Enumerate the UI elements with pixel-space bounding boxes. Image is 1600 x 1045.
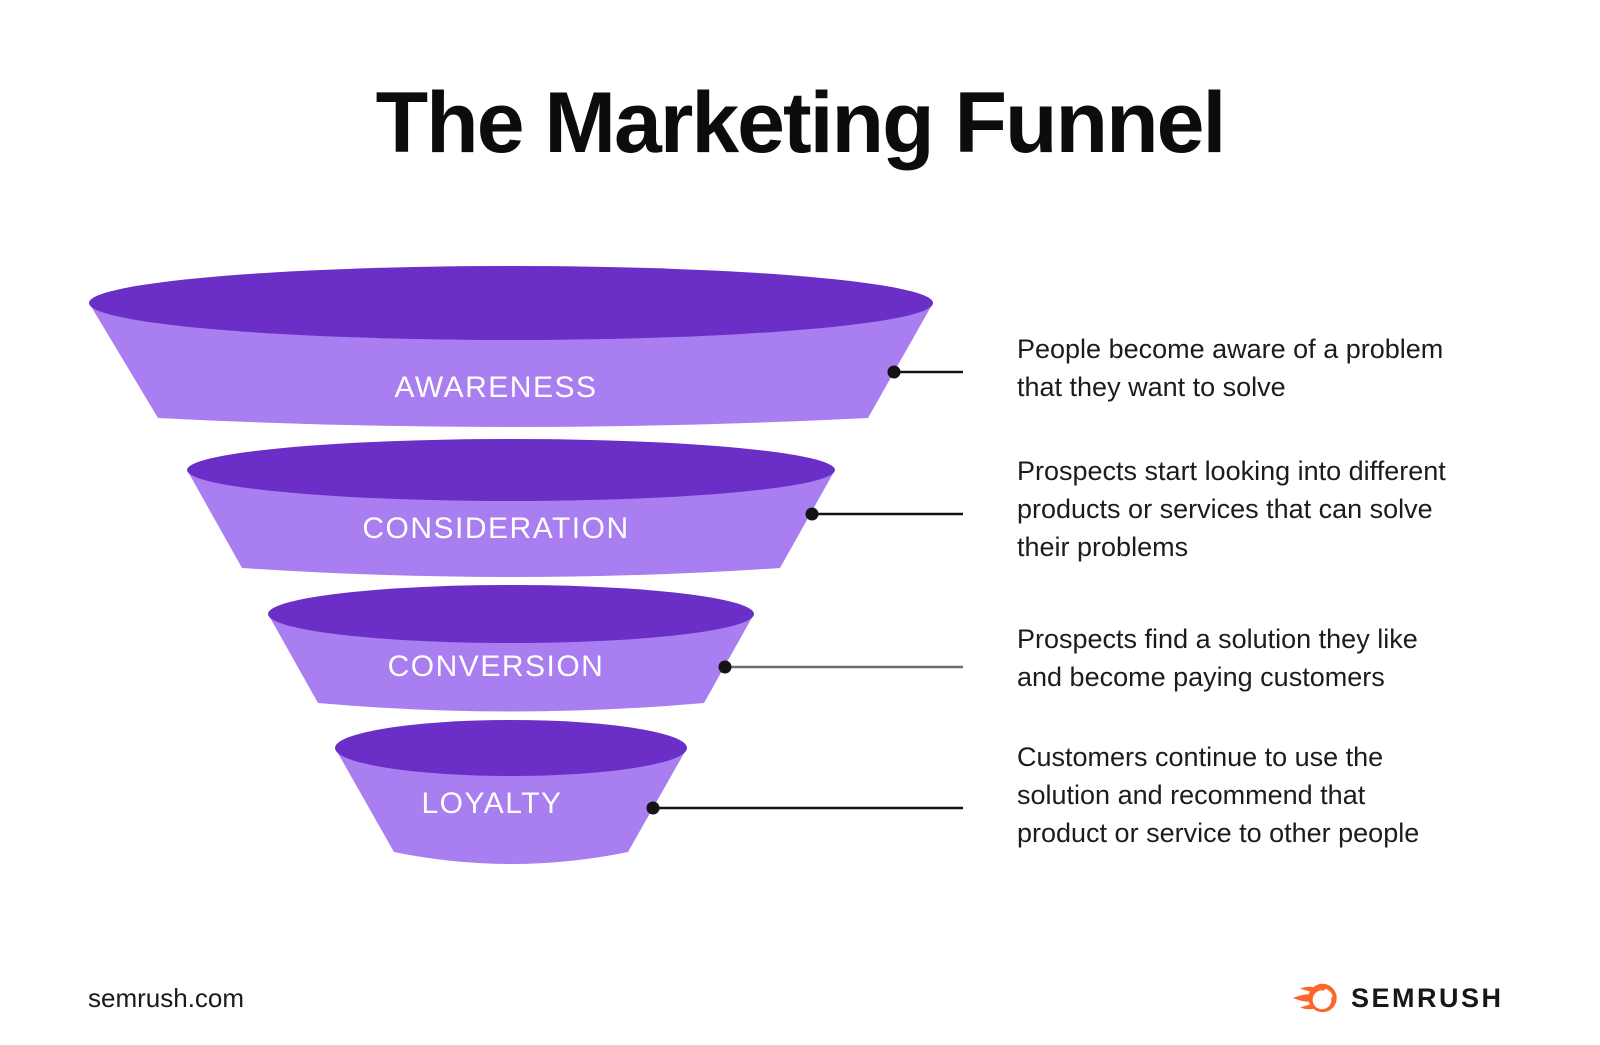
funnel-stage-loyalty: LOYALTY <box>335 720 687 864</box>
semrush-flame-icon <box>1290 983 1338 1014</box>
funnel-stage-top-ellipse <box>268 585 754 643</box>
funnel-stage-awareness: AWARENESS <box>89 266 933 427</box>
connector-dot <box>646 801 660 815</box>
stage-description-conversion: Prospects find a solution they like and … <box>1017 624 1418 692</box>
page-title: The Marketing Funnel <box>375 75 1227 171</box>
connector-dot <box>718 660 732 674</box>
funnel-stage-top-ellipse <box>187 439 835 501</box>
site-url: semrush.com <box>88 983 245 1013</box>
funnel-stage-conversion: CONVERSION <box>268 585 754 712</box>
connector-dot <box>887 365 901 379</box>
funnel-connector-loyalty <box>646 801 963 815</box>
funnel-connector-consideration <box>805 507 963 521</box>
stage-description-awareness: People become aware of a problem that th… <box>1017 334 1444 402</box>
funnel-stage-top-ellipse <box>335 720 687 776</box>
funnel-connector-awareness <box>887 365 963 379</box>
funnel-stage-consideration: CONSIDERATION <box>187 439 835 577</box>
funnel-stage-label: AWARENESS <box>395 371 598 404</box>
brand-name: SEMRUSH <box>1351 983 1504 1013</box>
funnel-connector-conversion <box>718 660 963 674</box>
stage-description-loyalty: Customers continue to use the solution a… <box>1017 742 1420 848</box>
funnel-stage-label: CONSIDERATION <box>362 512 629 545</box>
semrush-logo: SEMRUSH <box>1290 982 1504 1014</box>
funnel-stage-top-ellipse <box>89 266 933 340</box>
funnel-stage-body <box>335 748 687 864</box>
connector-dot <box>805 507 819 521</box>
stage-description-consideration: Prospects start looking into different p… <box>1017 456 1446 562</box>
funnel-stage-label: LOYALTY <box>421 787 562 820</box>
funnel-stage-label: CONVERSION <box>388 650 605 683</box>
